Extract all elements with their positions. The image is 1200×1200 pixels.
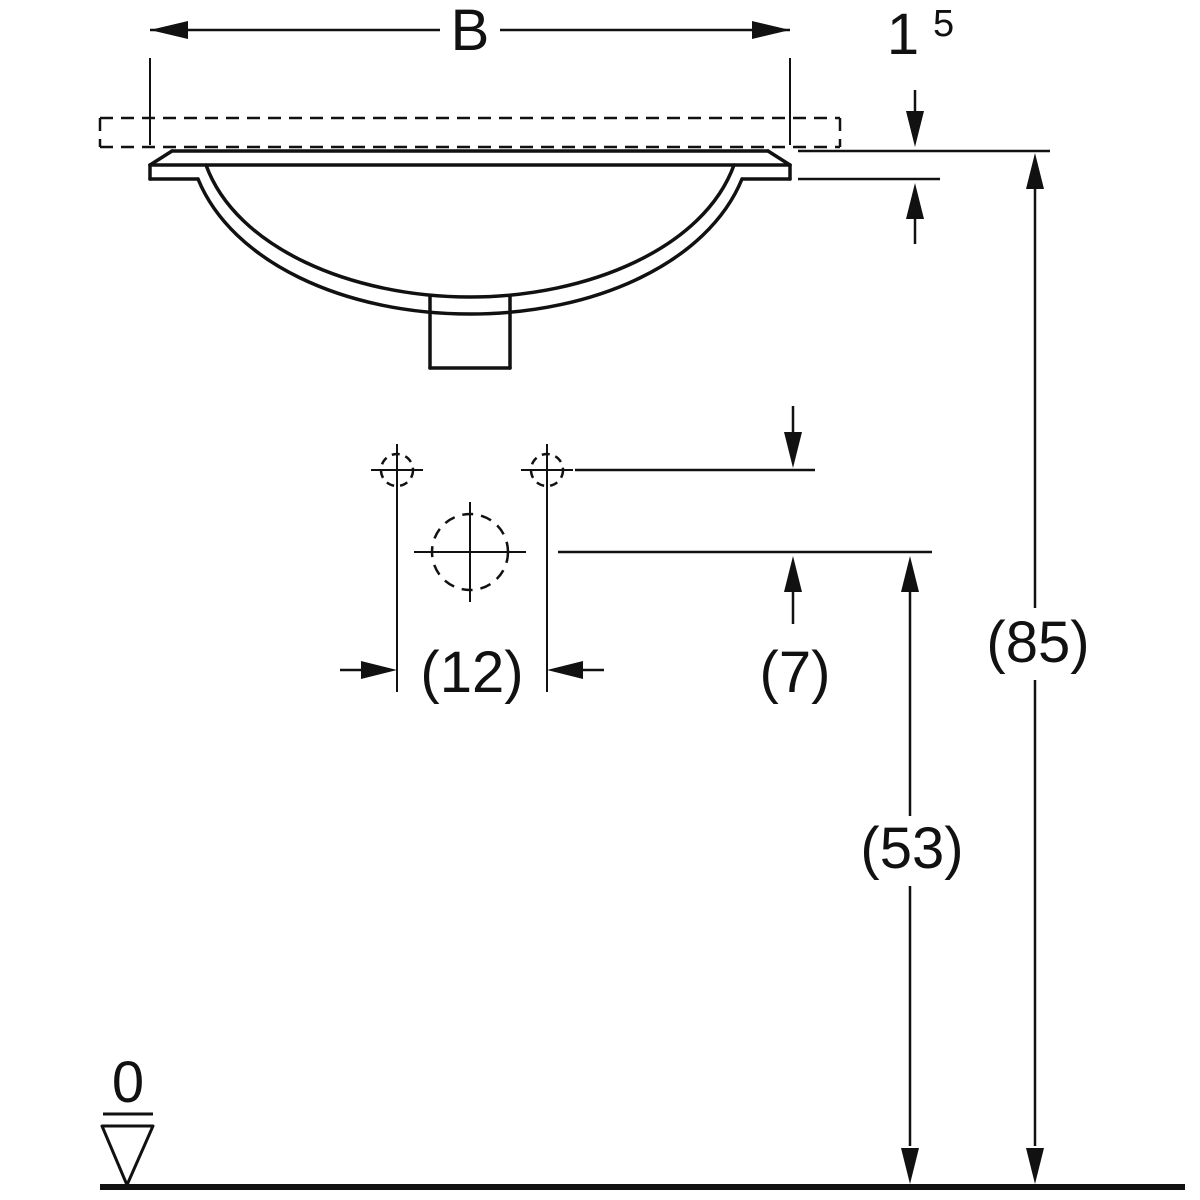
arrowhead-left bbox=[547, 661, 583, 679]
dimension-drain-height: (53) bbox=[860, 556, 964, 1184]
arrowhead-right bbox=[361, 661, 397, 679]
drain-outlet bbox=[428, 294, 512, 370]
dimension-label-overall-height: (85) bbox=[986, 610, 1089, 675]
dimension-label-tap-to-drain: (7) bbox=[760, 640, 831, 705]
dimension-label-drain-height: (53) bbox=[860, 816, 963, 881]
dimension-tap-to-drain: (7) bbox=[760, 406, 831, 705]
tap-hole-right bbox=[521, 444, 573, 692]
datum-zero-label: 0 bbox=[112, 1050, 144, 1115]
dimension-width-b: B bbox=[149, 0, 791, 145]
arrowhead-left bbox=[150, 21, 188, 39]
drain-hole-symbol bbox=[414, 502, 526, 602]
arrowhead-down bbox=[784, 432, 802, 468]
countertop-dashed-outline bbox=[98, 116, 842, 149]
reference-lines bbox=[558, 149, 1050, 554]
arrowhead-down bbox=[901, 1148, 919, 1184]
arrowhead-right bbox=[752, 21, 790, 39]
arrowhead-down bbox=[906, 111, 924, 147]
dimension-tap-spacing: (12) bbox=[340, 640, 604, 705]
bowl-inner-curve bbox=[204, 163, 736, 299]
arrowhead-up bbox=[906, 183, 924, 219]
arrowhead-up bbox=[784, 556, 802, 592]
datum-triangle bbox=[100, 1124, 155, 1187]
dimension-label-width: B bbox=[451, 0, 490, 63]
dimension-overall-height: (85) bbox=[986, 153, 1090, 1184]
washbasin-outline bbox=[148, 149, 792, 370]
dimension-label-tap-spacing: (12) bbox=[420, 640, 523, 705]
tap-hole-left bbox=[371, 444, 423, 692]
dimension-label-rim-thickness-sup: 5 bbox=[933, 3, 954, 45]
datum-zero-group: 0 bbox=[100, 1050, 155, 1187]
arrowhead-down bbox=[1026, 1148, 1044, 1184]
arrowhead-up bbox=[901, 556, 919, 592]
arrowhead-up bbox=[1026, 153, 1044, 189]
dimension-label-rim-thickness: 1 bbox=[887, 2, 919, 67]
bowl-outer-curve bbox=[196, 177, 744, 316]
dimension-rim-thickness: 1 5 bbox=[887, 2, 954, 244]
